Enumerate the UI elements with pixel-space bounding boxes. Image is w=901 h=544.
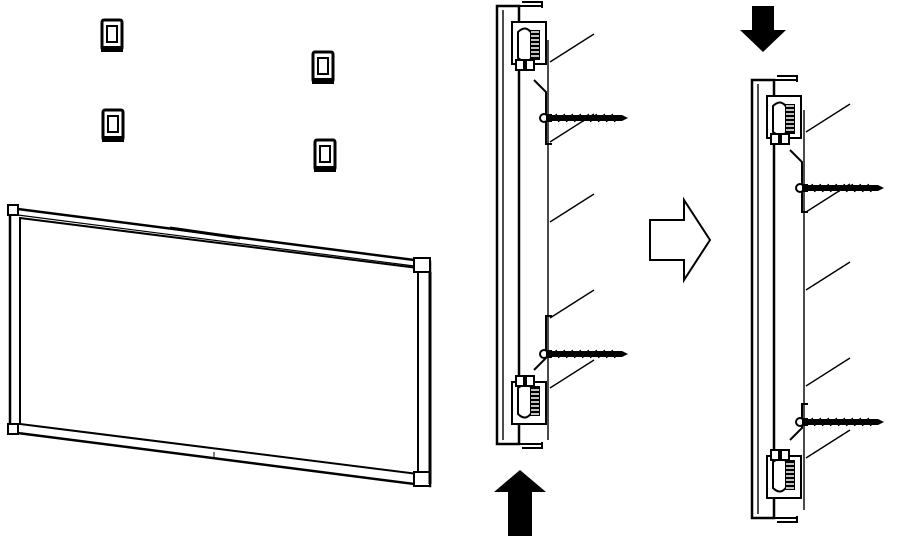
up-arrow-icon	[494, 470, 546, 536]
screw-upper-lowered	[801, 183, 885, 193]
wall-clip-mid-left	[100, 108, 126, 144]
screw-upper	[545, 113, 629, 123]
display-panel	[7, 204, 432, 488]
wall-clip-mid-right	[312, 138, 338, 174]
screw-lower-lowered	[801, 417, 885, 427]
down-arrow-icon	[740, 6, 786, 52]
wall-clip-top-left	[99, 18, 125, 54]
hollow-right-arrow-icon	[649, 196, 712, 284]
wall-clip-top-right	[310, 50, 336, 86]
side-view-lowered	[750, 75, 885, 523]
screw-lower	[545, 349, 629, 359]
side-view-mount	[495, 1, 629, 449]
